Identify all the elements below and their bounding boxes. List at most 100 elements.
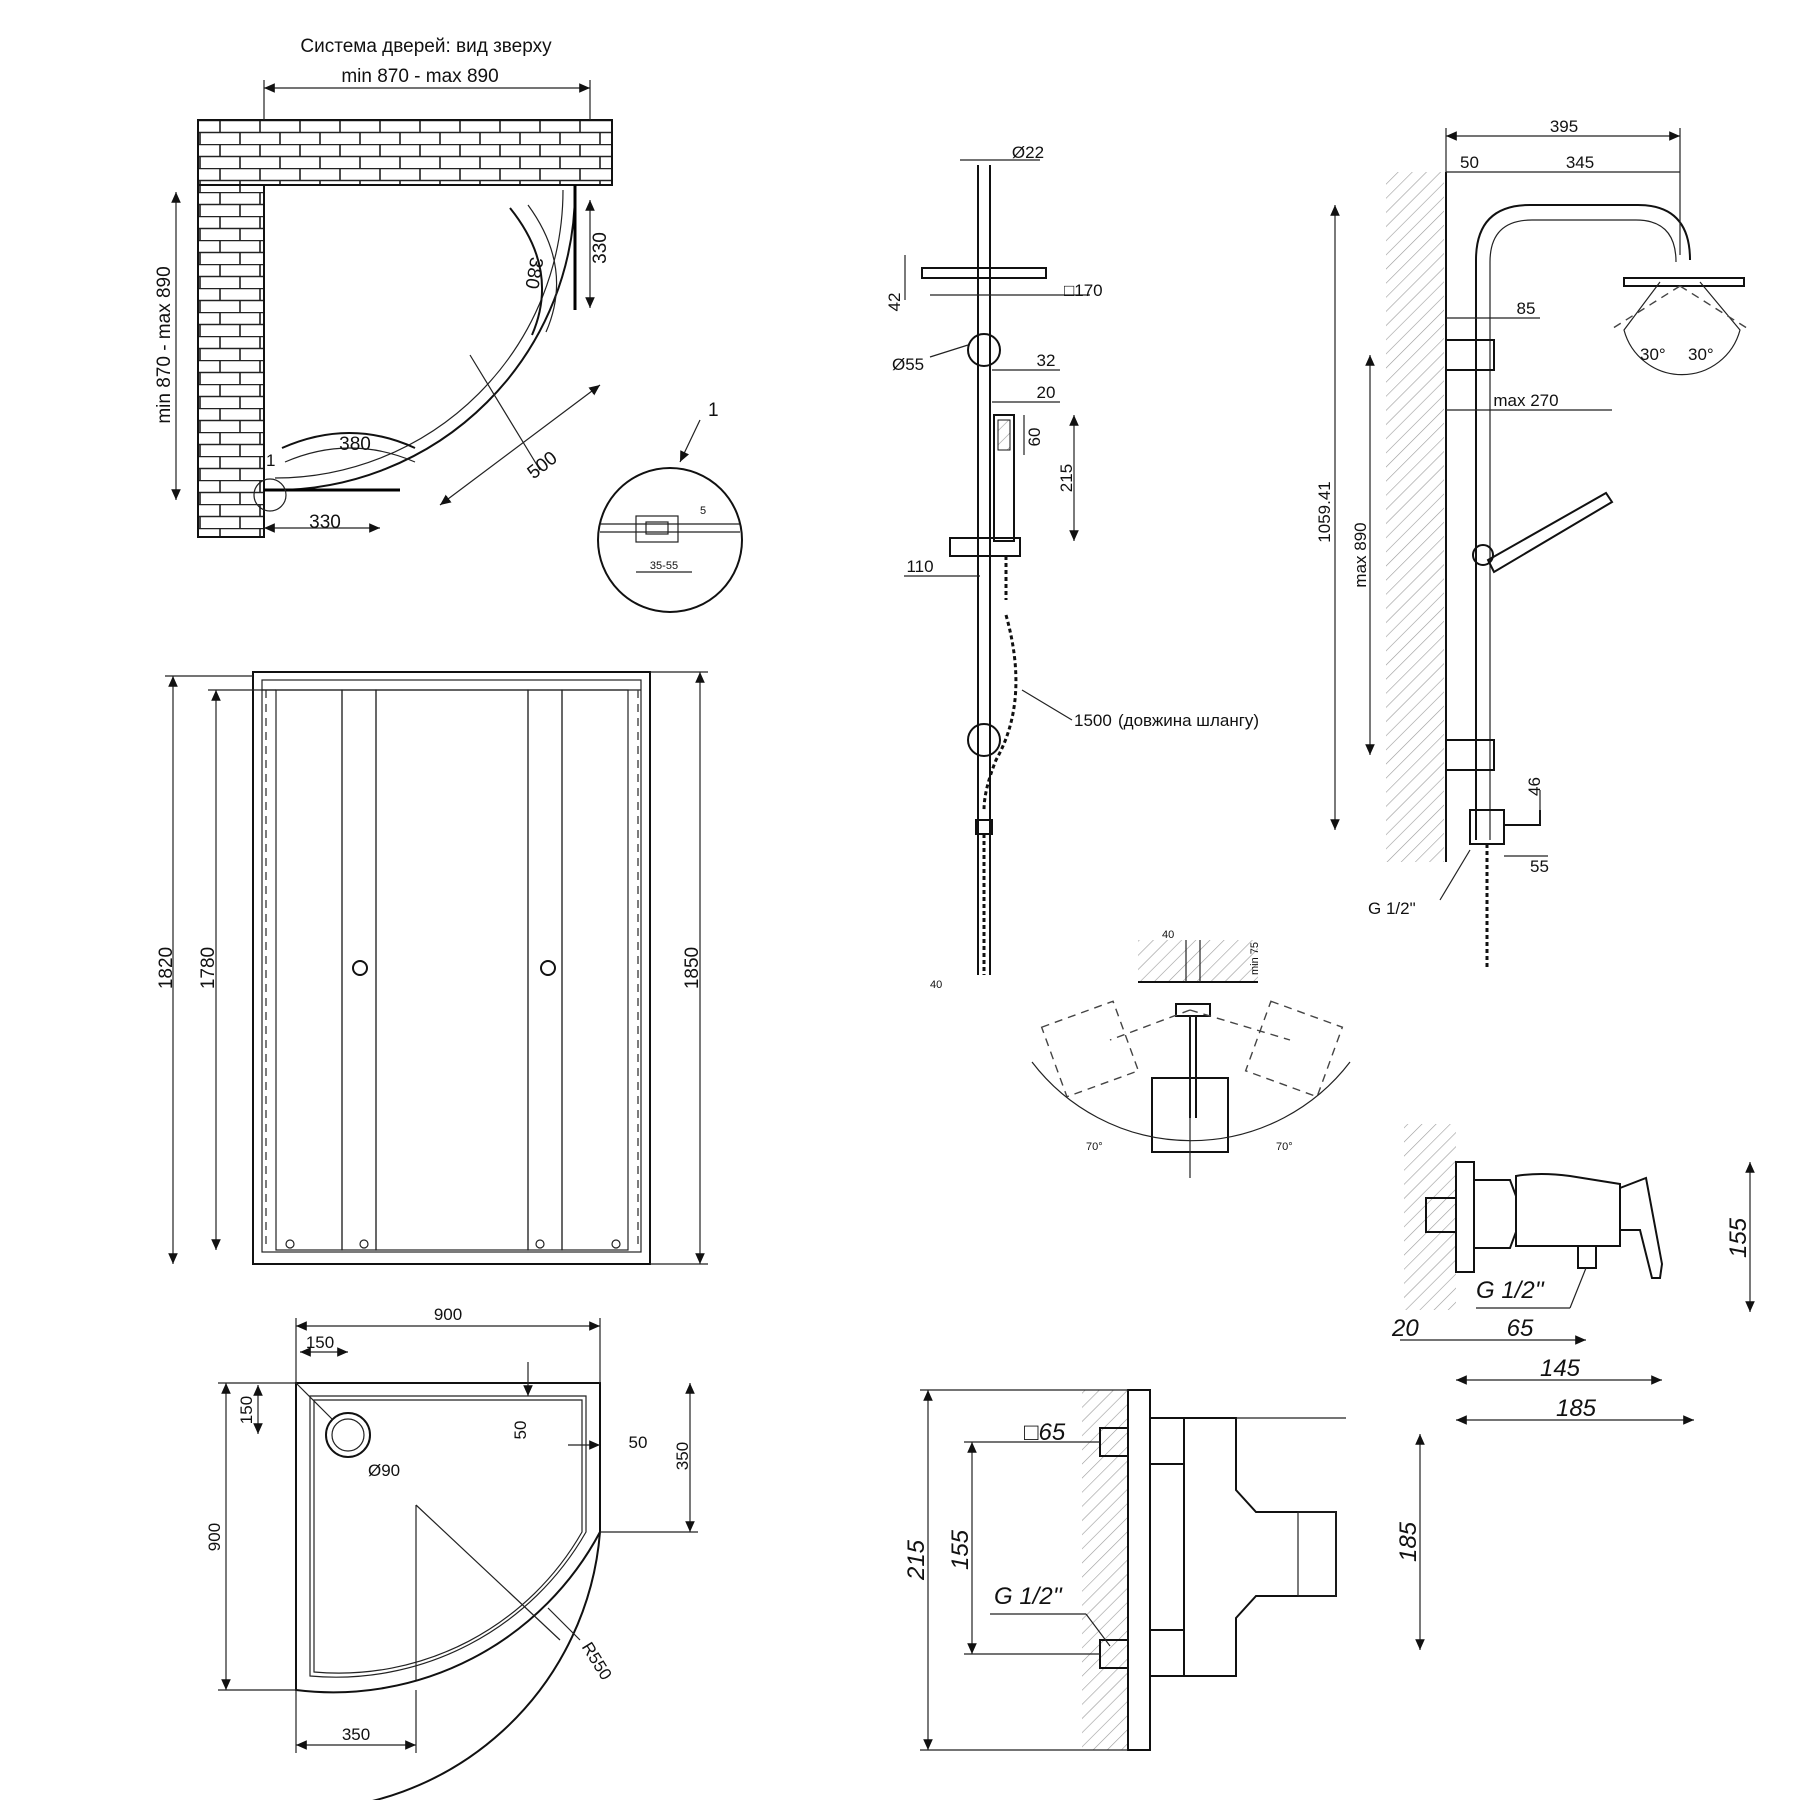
shower-hose — [982, 556, 1018, 811]
cut-label: 40 — [930, 979, 942, 991]
inlet-thread: G 1/2" — [1368, 899, 1416, 918]
mixer-front-thread: G 1/2'' — [994, 1583, 1063, 1610]
swivel-plan: 40 min 75 70° 70° — [1031, 929, 1351, 1178]
column-pipe — [1475, 204, 1691, 840]
hs-60: 60 — [1025, 428, 1044, 447]
dim-bottom-330: 330 — [309, 512, 341, 533]
slide-holder — [949, 537, 1021, 557]
tray-depth-900: 900 — [205, 1523, 224, 1551]
mixer-front-cartridge — [1297, 1511, 1337, 1597]
tray-width-900: 900 — [434, 1305, 462, 1324]
mixer-side-65: 65 — [1507, 1315, 1534, 1342]
mixer-body — [1515, 1173, 1621, 1247]
mixer-front-sq-65: □65 — [1024, 1419, 1066, 1446]
swivel-head-left — [1040, 1000, 1140, 1098]
hs-20: 20 — [1037, 383, 1056, 402]
brick-wall-left — [197, 184, 265, 538]
hs-32: 32 — [1037, 351, 1056, 370]
column-height: 1059.41 — [1315, 481, 1334, 542]
callout-1: 1 — [708, 400, 719, 421]
dim-handle-top-380: 380 — [520, 256, 546, 291]
sliding-door-right — [509, 207, 543, 336]
fixed-panel-left — [275, 689, 343, 1251]
bottom-350: 350 — [342, 1725, 370, 1744]
door-left — [341, 689, 377, 1251]
mixer-front-view: 215 155 □65 G 1/2'' 185 — [903, 1389, 1425, 1751]
center-panel — [375, 689, 529, 1251]
side-350: 350 — [673, 1442, 692, 1470]
column-bracket-bottom — [1445, 739, 1495, 771]
inlet-55: 55 — [1530, 857, 1549, 876]
hose-length: 1500 — [1074, 711, 1112, 730]
tray-radius: R550 — [578, 1639, 616, 1684]
angle-right-30: 30° — [1688, 345, 1714, 364]
dim-radius-500-line — [439, 384, 601, 506]
mixer-front-155: 155 — [947, 1529, 974, 1570]
bracket-diameter: Ø55 — [892, 355, 924, 374]
column-arm-345: 345 — [1566, 153, 1594, 172]
mixer-front-nut-bottom — [1149, 1629, 1185, 1677]
ceiling-hatch — [1138, 940, 1258, 982]
drain-diameter: Ø90 — [368, 1461, 400, 1480]
holder-110: 110 — [906, 557, 933, 576]
hs-215: 215 — [1057, 464, 1076, 492]
hand-shower-holder — [1472, 544, 1494, 566]
curved-door-track — [274, 189, 576, 491]
fixed-panel-right-front — [561, 689, 629, 1251]
detail-dim-5: 5 — [700, 505, 706, 517]
column-hand-shower — [1486, 491, 1614, 574]
tray-outline — [296, 1382, 601, 1800]
mixer-side-20: 20 — [1391, 1315, 1419, 1342]
dim-width-label: min 870 - max 890 — [341, 66, 498, 87]
door-right — [527, 689, 563, 1251]
mixer-front-wall-hatch — [1082, 1390, 1128, 1750]
detail-circle — [597, 467, 743, 613]
shower-rail-front: Ø22 42 □170 Ø55 32 20 60 215 110 1500 (д… — [885, 143, 1259, 991]
shower-tray-plan: 900 150 900 150 Ø90 50 50 350 350 R550 — [205, 1305, 698, 1800]
dim-handle-bottom-380: 380 — [339, 434, 371, 455]
column-head — [1623, 277, 1745, 287]
mixer-front-body — [1183, 1417, 1337, 1677]
dim-side-330: 330 — [590, 232, 611, 264]
mixer-side-155: 155 — [1725, 1217, 1752, 1258]
tray-outer — [295, 1382, 601, 1694]
column-max-890: max 890 — [1351, 522, 1370, 587]
mixer-side-185: 185 — [1556, 1395, 1597, 1422]
swivel-angle-left: 70° — [1086, 1141, 1103, 1153]
column-max-270: max 270 — [1493, 391, 1558, 410]
handle-right-icon — [540, 960, 556, 976]
swivel-angle-right: 70° — [1276, 1141, 1293, 1153]
inlet-46: 46 — [1525, 777, 1544, 796]
rim-50-horizontal: 50 — [629, 1433, 648, 1452]
mixer-front-185: 185 — [1395, 1521, 1422, 1562]
column-bracket-85: 85 — [1517, 299, 1536, 318]
dim-1850: 1850 — [682, 947, 703, 989]
enclosure-front-view: 1820 1780 1850 — [156, 671, 708, 1265]
drain-icon — [325, 1412, 371, 1458]
frame-outer — [252, 671, 651, 1265]
detail-circle-marker — [253, 478, 287, 512]
column-width-395: 395 — [1550, 117, 1578, 136]
wall-bracket-top — [967, 333, 1001, 367]
drain-y-150: 150 — [237, 1396, 256, 1424]
wall-hatch — [1386, 172, 1444, 862]
drain-x-150: 150 — [306, 1333, 334, 1352]
dim-1780: 1780 — [198, 947, 219, 989]
head-size-170: □170 — [1064, 281, 1103, 300]
detail-dim-range: 35-55 — [650, 560, 678, 572]
mixer-front-nut-top — [1149, 1417, 1185, 1465]
mixer-front-215: 215 — [903, 1539, 930, 1581]
swivel-min-75: min 75 — [1249, 942, 1261, 975]
handle-left-icon — [352, 960, 368, 976]
brick-wall-top — [197, 119, 613, 186]
mixer-side-145: 145 — [1540, 1355, 1581, 1382]
hand-shower — [993, 414, 1015, 542]
column-offset-50: 50 — [1460, 153, 1479, 172]
hose-note: (довжина шлангу) — [1118, 711, 1259, 730]
rain-head — [921, 267, 1047, 279]
dim-1820: 1820 — [156, 947, 177, 989]
swivel-arc — [1031, 1061, 1351, 1142]
door-system-top-view: Система дверей: вид зверху min 870 - max… — [154, 36, 743, 613]
callout-1-small: 1 — [266, 451, 275, 470]
